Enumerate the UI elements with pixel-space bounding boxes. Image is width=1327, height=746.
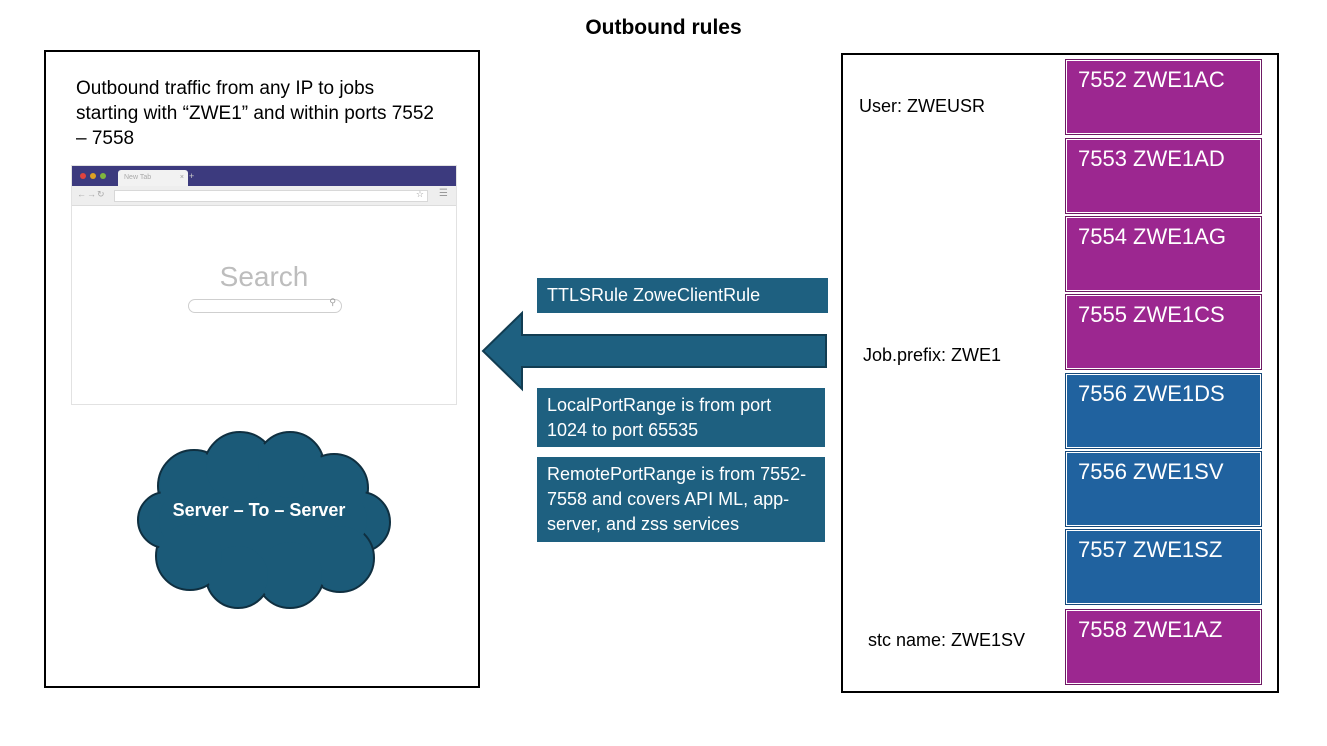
browser-toolbar: ←→↻ ☆ ☰ <box>72 186 456 206</box>
outbound-description: Outbound traffic from any IP to jobs sta… <box>76 78 434 149</box>
job-box: 7555 ZWE1CS <box>1065 294 1262 370</box>
job-box: 7558 ZWE1AZ <box>1065 609 1262 685</box>
magnifier-icon: ⚲ <box>329 297 336 307</box>
stc-name-label: stc name: ZWE1SV <box>868 630 1026 650</box>
left-panel <box>44 50 480 688</box>
cloud-label: Server – To – Server <box>172 500 346 520</box>
browser-search-bar: ⚲ <box>188 297 342 313</box>
local-port-range: LocalPortRange is from port 1024 to port… <box>537 388 825 447</box>
maximize-dot-icon <box>100 173 106 179</box>
ttls-rule-label: TTLSRule ZoweClientRule <box>537 278 828 313</box>
browser-search-heading: Search <box>219 261 309 292</box>
job-box: 7556 ZWE1SV <box>1065 451 1262 527</box>
job-box: 7552 ZWE1AC <box>1065 59 1262 135</box>
job-box: 7556 ZWE1DS <box>1065 373 1262 449</box>
browser-mockup: New Tab × + ←→↻ ☆ ☰ Search ⚲ <box>71 165 457 405</box>
remote-port-range: RemotePortRange is from 7552-7558 and co… <box>537 457 825 542</box>
minimize-dot-icon <box>90 173 96 179</box>
outbound-arrow <box>481 310 827 392</box>
bookmark-star-icon: ☆ <box>415 189 424 199</box>
browser-tab: New Tab × <box>118 170 188 186</box>
browser-tab-label: New Tab <box>124 174 152 181</box>
new-tab-icon: + <box>189 171 195 181</box>
diagram-title: Outbound rules <box>585 16 742 39</box>
right-panel <box>841 53 1279 693</box>
job-box: 7554 ZWE1AG <box>1065 216 1262 292</box>
address-bar: ☆ <box>114 189 428 202</box>
user-label: User: ZWEUSR <box>859 96 985 116</box>
job-box: 7553 ZWE1AD <box>1065 138 1262 214</box>
tab-close-icon: × <box>179 174 184 181</box>
menu-icon: ☰ <box>439 188 448 199</box>
job-box: 7557 ZWE1SZ <box>1065 529 1262 605</box>
navigation-icons: ←→↻ <box>77 189 106 199</box>
close-dot-icon <box>80 173 86 179</box>
job-prefix-label: Job.prefix: ZWE1 <box>863 345 1002 365</box>
cloud-shape <box>137 431 391 609</box>
browser-titlebar: New Tab × + <box>72 166 456 186</box>
